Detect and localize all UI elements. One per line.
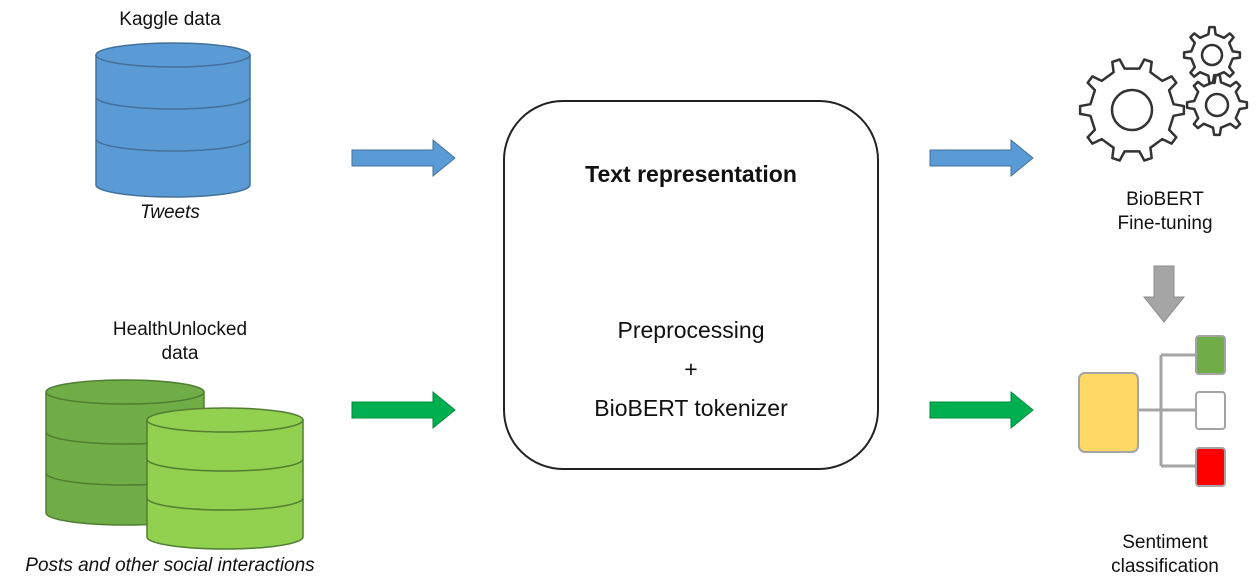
healthunlocked-title: HealthUnlocked data [60, 318, 300, 366]
finetune-line1: BioBERT [1126, 189, 1204, 210]
healthunlocked-caption: Posts and other social interactions [25, 555, 315, 576]
sentiment-line1: Sentiment [1122, 532, 1208, 553]
healthunlocked-database-front-icon [146, 407, 304, 550]
sentiment-label: Sentiment classification [1085, 531, 1245, 579]
gears-icon [1078, 25, 1249, 162]
kaggle-title: Kaggle data [119, 9, 221, 30]
arrow-healthunlocked-to-box-icon [351, 390, 456, 430]
text-representation-box [503, 100, 879, 470]
arrow-finetune-to-sentiment-icon [1142, 265, 1186, 323]
sentiment-line2: classification [1111, 555, 1219, 577]
preprocessing-label: Preprocessing [617, 317, 765, 343]
finetune-line2: Fine-tuning [1117, 212, 1213, 234]
text-representation-title: Text representation [585, 161, 797, 187]
arrow-box-to-sentiment-icon [929, 390, 1034, 430]
tokenizer-label: BioBERT tokenizer [594, 395, 788, 421]
kaggle-database-icon [95, 42, 251, 198]
arrow-box-to-finetune-icon [929, 138, 1034, 178]
healthunlocked-title-line2: data [161, 342, 199, 364]
plus-label: + [684, 356, 698, 382]
arrow-kaggle-to-box-icon [351, 138, 456, 178]
finetune-label: BioBERT Fine-tuning [1085, 188, 1245, 236]
healthunlocked-title-line1: HealthUnlocked [112, 319, 248, 340]
classification-tree-icon [1078, 335, 1226, 487]
kaggle-caption: Tweets [140, 202, 200, 223]
